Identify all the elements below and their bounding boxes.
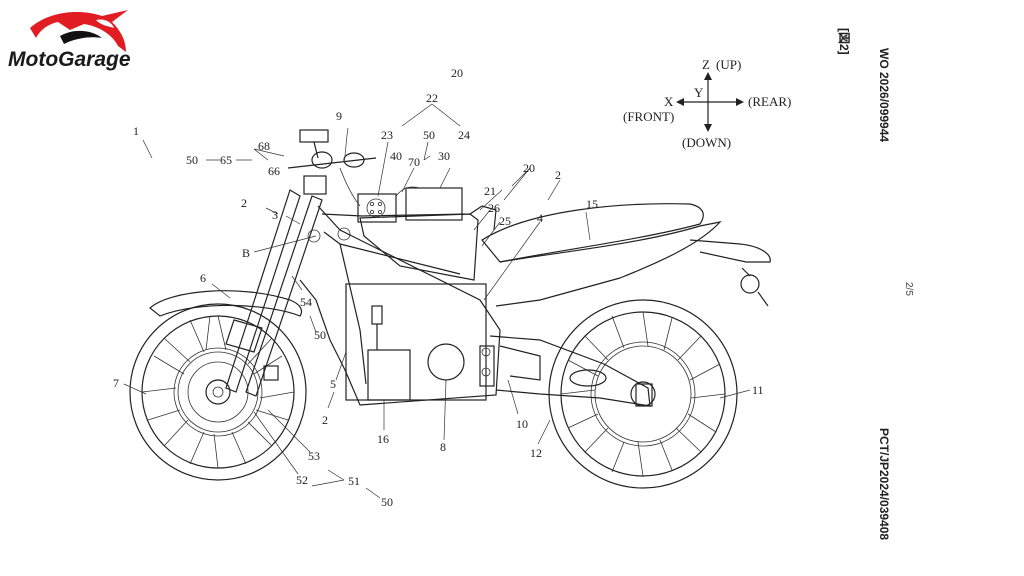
label-9: 9 bbox=[336, 109, 342, 123]
axis-front: (FRONT) bbox=[623, 109, 674, 124]
label-53: 53 bbox=[308, 449, 320, 463]
label-50d: 50 bbox=[381, 495, 393, 509]
label-4: 4 bbox=[537, 211, 543, 225]
label-50a: 50 bbox=[423, 128, 435, 142]
axis-z: Z bbox=[702, 57, 710, 72]
label-50c: 50 bbox=[314, 328, 326, 342]
label-25: 25 bbox=[499, 214, 511, 228]
label-16: 16 bbox=[377, 432, 389, 446]
reference-numerals: 1 20 22 23 24 50 70 40 30 9 68 50 65 66 … bbox=[113, 66, 764, 509]
logo-text: MotoGarage bbox=[8, 48, 131, 71]
label-2b: 2 bbox=[555, 168, 561, 182]
label-50b: 50 bbox=[186, 153, 198, 167]
motogarage-logo: MotoGarage bbox=[8, 10, 131, 71]
label-1: 1 bbox=[133, 124, 139, 138]
axis-indicator: Z (UP) X (FRONT) Y (REAR) (DOWN) bbox=[623, 57, 791, 150]
axis-down: (DOWN) bbox=[682, 135, 731, 150]
label-65: 65 bbox=[220, 153, 232, 167]
label-2c: 2 bbox=[322, 413, 328, 427]
label-8: 8 bbox=[440, 440, 446, 454]
axis-y: Y bbox=[694, 85, 704, 100]
label-2a: 2 bbox=[241, 196, 247, 210]
label-12: 12 bbox=[530, 446, 542, 460]
label-20a: 20 bbox=[451, 66, 463, 80]
page-number: 2/5 bbox=[903, 282, 914, 296]
label-40: 40 bbox=[390, 149, 402, 163]
figure-label: [図2] bbox=[837, 28, 851, 55]
wo-number: WO 2026/099944 bbox=[877, 48, 891, 142]
leader-lines bbox=[123, 103, 751, 499]
axis-rear: (REAR) bbox=[748, 94, 791, 109]
label-5: 5 bbox=[330, 377, 336, 391]
label-6: 6 bbox=[200, 271, 206, 285]
pct-number: PCT/JP2024/039408 bbox=[877, 428, 891, 540]
label-11: 11 bbox=[752, 383, 764, 397]
label-7: 7 bbox=[113, 376, 119, 390]
motorcycle-drawing bbox=[129, 129, 771, 489]
axis-x: X bbox=[664, 94, 674, 109]
label-10: 10 bbox=[516, 417, 528, 431]
label-68: 68 bbox=[258, 139, 270, 153]
label-23: 23 bbox=[381, 128, 393, 142]
label-21: 21 bbox=[484, 184, 496, 198]
label-52: 52 bbox=[296, 473, 308, 487]
label-54: 54 bbox=[300, 295, 312, 309]
label-66: 66 bbox=[268, 164, 280, 178]
label-24: 24 bbox=[458, 128, 470, 142]
rear-wheel bbox=[548, 299, 738, 489]
label-70: 70 bbox=[408, 155, 420, 169]
label-3: 3 bbox=[272, 208, 278, 222]
label-15: 15 bbox=[586, 197, 598, 211]
label-B: B bbox=[242, 246, 250, 260]
label-51: 51 bbox=[348, 474, 360, 488]
front-wheel bbox=[129, 303, 307, 481]
label-30: 30 bbox=[438, 149, 450, 163]
label-20b: 20 bbox=[523, 161, 535, 175]
label-26: 26 bbox=[488, 201, 500, 215]
axis-up: (UP) bbox=[716, 57, 741, 72]
label-22: 22 bbox=[426, 91, 438, 105]
